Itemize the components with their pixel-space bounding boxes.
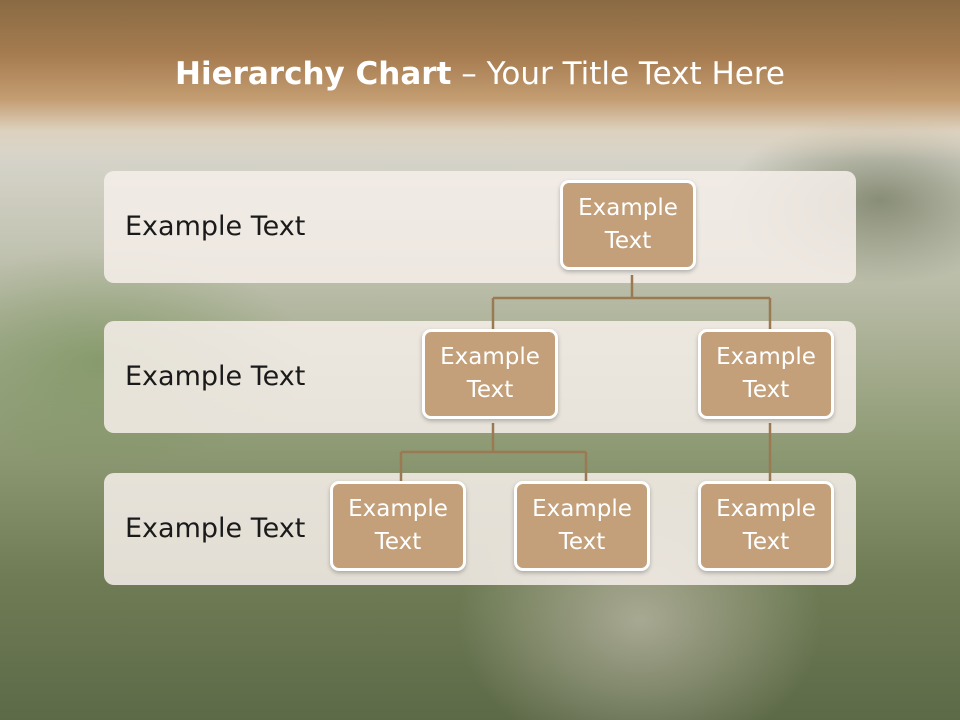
node-level2-right[interactable]: Example Text: [698, 329, 834, 419]
title-bar: [0, 0, 960, 160]
node-level2-left[interactable]: Example Text: [422, 329, 558, 419]
level-label-1: Example Text: [125, 211, 306, 242]
node-level3-c[interactable]: Example Text: [698, 481, 834, 571]
title-rest: – Your Title Text Here: [451, 56, 785, 92]
level-label-2: Example Text: [125, 361, 306, 392]
slide-title: Hierarchy Chart – Your Title Text Here: [0, 56, 960, 92]
node-level3-a[interactable]: Example Text: [330, 481, 466, 571]
level-label-3: Example Text: [125, 513, 306, 544]
level-band-1: Example Text: [104, 171, 856, 283]
title-bold: Hierarchy Chart: [175, 56, 452, 92]
node-level3-b[interactable]: Example Text: [514, 481, 650, 571]
node-root[interactable]: Example Text: [560, 180, 696, 270]
